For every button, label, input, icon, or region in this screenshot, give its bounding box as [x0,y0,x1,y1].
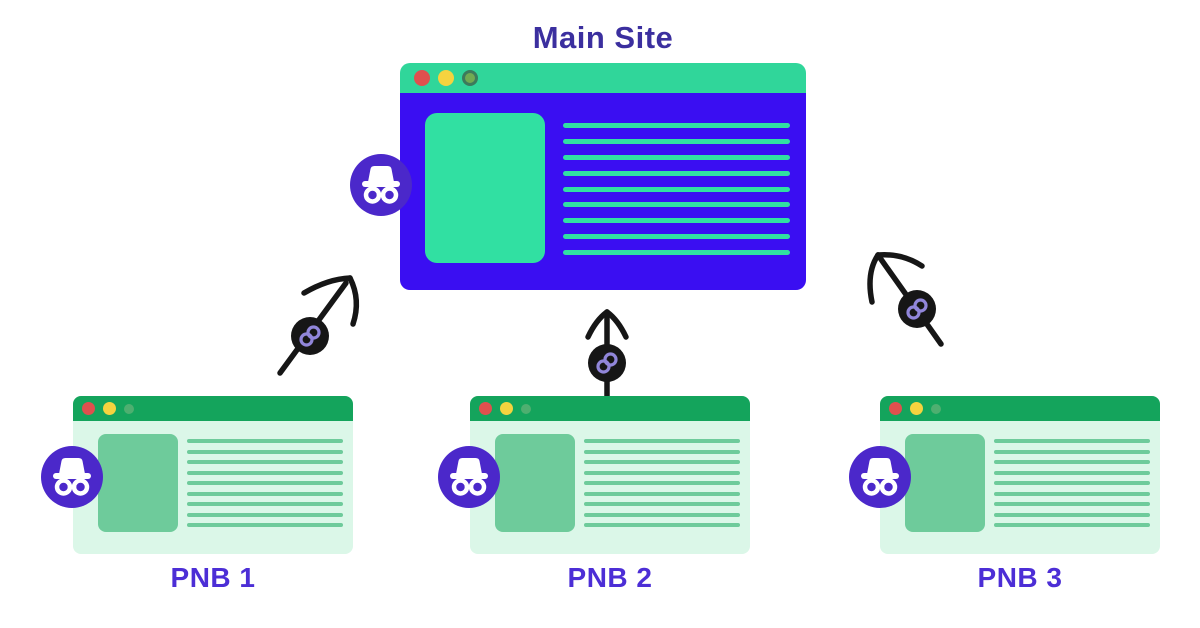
link-icon [291,317,329,355]
text-line [563,123,790,128]
pnb-window-titlebar [880,396,1160,421]
text-line [994,523,1150,527]
backlink-arrow-left [277,275,360,376]
text-line [994,491,1150,496]
text-line [563,234,790,240]
text-line [584,449,740,454]
pnb-window-titlebar [470,396,750,421]
text-line [563,218,790,224]
text-lines [584,439,740,527]
traffic-light-yellow-icon [103,402,116,415]
text-line [584,512,740,517]
traffic-light-red-icon [479,402,492,415]
text-line [994,502,1150,506]
text-line [584,502,740,506]
incognito-icon [848,445,912,509]
text-line [187,491,343,496]
traffic-light-green-icon [931,403,941,414]
link-icon [588,344,626,382]
pnb-window-body [880,421,1160,554]
text-lines [994,439,1150,527]
traffic-light-red-icon [889,402,902,415]
text-line [187,502,343,506]
text-line [994,481,1150,485]
image-placeholder [905,434,985,532]
text-line [994,512,1150,517]
text-line [187,439,343,443]
image-placeholder [495,434,575,532]
image-placeholder [425,113,545,263]
pnb-window-body [73,421,353,554]
text-line [563,250,790,255]
main-window-titlebar [400,63,806,93]
text-line [994,439,1150,443]
text-lines [563,123,790,255]
image-placeholder [98,434,178,532]
text-line [994,449,1150,454]
text-line [563,186,790,192]
pnb-window-body [470,421,750,554]
text-line [584,460,740,464]
link-icon [898,290,936,328]
pnb-label-1: PNB 1 [170,562,256,593]
incognito-icon [437,445,501,509]
traffic-light-yellow-icon [910,402,923,415]
traffic-light-red-icon [82,402,95,415]
text-line [584,439,740,443]
text-line [187,449,343,454]
traffic-light-green-icon [124,403,134,414]
text-line [187,460,343,464]
text-line [584,481,740,485]
text-line [187,470,343,475]
text-line [187,523,343,527]
text-line [563,154,790,160]
text-line [187,481,343,485]
main-site-window [400,63,806,290]
pnb-label-2: PNB 2 [567,562,653,593]
text-line [563,202,790,208]
text-line [563,170,790,176]
text-line [994,460,1150,464]
traffic-light-green-icon [521,403,531,414]
incognito-icon [40,445,104,509]
pnb-label-3: PNB 3 [977,562,1063,593]
pnb-window-3 [880,396,1160,554]
traffic-light-yellow-icon [500,402,513,415]
text-line [994,470,1150,475]
text-lines [187,439,343,527]
text-line [584,491,740,496]
main-site-label: Main Site [532,20,674,55]
traffic-light-green-icon [462,70,478,86]
traffic-light-red-icon [414,70,430,86]
text-line [563,138,790,144]
pnb-window-titlebar [73,396,353,421]
pnb-window-2 [470,396,750,554]
backlink-arrow-right [867,251,944,347]
backlink-arrow-middle [585,309,629,400]
pnb-window-1 [73,396,353,554]
traffic-light-yellow-icon [438,70,454,86]
text-line [584,470,740,475]
main-window-body [400,93,806,290]
text-line [584,523,740,527]
incognito-icon [349,153,413,217]
text-line [187,512,343,517]
